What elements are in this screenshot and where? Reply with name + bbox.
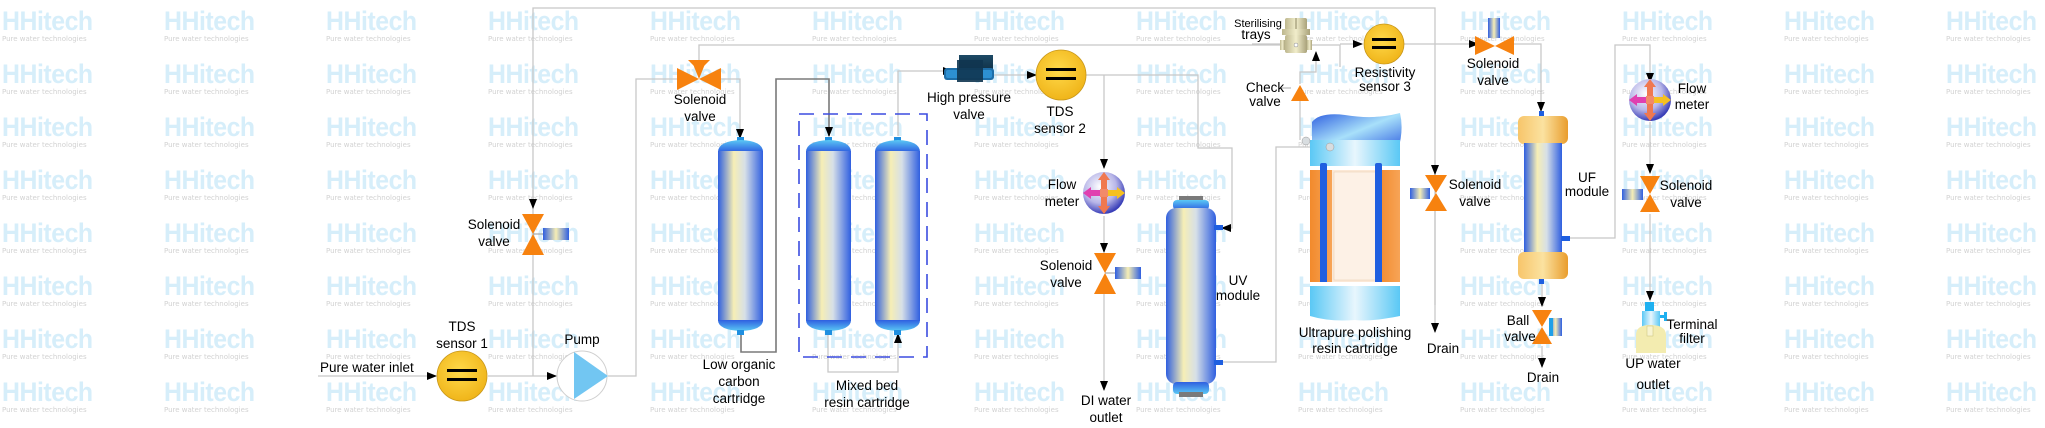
ultrapure-polishing-resin-cartridge[interactable]	[1301, 113, 1402, 321]
tds1-label-1: TDS	[449, 319, 476, 334]
sol-up-label-2: valve	[1670, 195, 1702, 210]
tds-sensor-1[interactable]	[436, 350, 488, 402]
inlet-label: Pure water inlet	[320, 360, 414, 375]
uf-icon	[1518, 116, 1568, 144]
flow-meter-2[interactable]	[1629, 79, 1671, 121]
di-outlet-label-1: DI water	[1081, 393, 1132, 408]
mixed-bed-cartridge-1[interactable]	[806, 137, 851, 335]
ball-label-1: Ball	[1507, 313, 1530, 328]
uv-module[interactable]	[1166, 196, 1223, 397]
sol-drain-label-2: valve	[1459, 194, 1491, 209]
terminal-filter-icon	[1645, 302, 1654, 311]
sensor-icon	[1363, 23, 1405, 65]
tds-sensor-2[interactable]	[1035, 49, 1087, 101]
flow-meter-1[interactable]	[1083, 172, 1125, 214]
pump[interactable]	[556, 350, 608, 402]
flow1-label-1: Flow	[1048, 177, 1077, 192]
sol-3way-label-1: Solenoid	[674, 92, 727, 107]
actuator-icon	[1488, 18, 1500, 38]
sol-top-label-2: valve	[1477, 73, 1509, 88]
up-outlet-label-2: outlet	[1636, 377, 1669, 392]
actuator-icon	[1622, 189, 1643, 200]
flow2-label-2: meter	[1675, 97, 1710, 112]
mixed-bed-label-1: Mixed bed	[836, 378, 898, 393]
terminal-label-2: filter	[1679, 331, 1705, 346]
solenoid-valve-top[interactable]	[1475, 18, 1514, 55]
uv-label-2: module	[1216, 288, 1260, 303]
hp-valve-label-1: High pressure	[927, 90, 1011, 105]
solenoid-valve-left[interactable]	[522, 214, 569, 255]
sterilising-trays[interactable]	[1280, 18, 1312, 53]
up-outlet-label-1: UP water	[1625, 356, 1681, 371]
uf-module[interactable]	[1518, 111, 1570, 284]
check-label-2: valve	[1249, 94, 1281, 109]
sensor-icon	[1035, 49, 1087, 101]
steril-label-1: Sterilising	[1234, 18, 1282, 30]
loc-label-3: cartridge	[713, 391, 766, 406]
pump-label: Pump	[564, 332, 599, 347]
low-organic-carbon-cartridge[interactable]	[718, 137, 763, 335]
valve-icon	[1640, 176, 1660, 194]
tds2-label-1: TDS	[1047, 104, 1074, 119]
drain2-label: Drain	[1527, 370, 1559, 385]
polish-label-1: Ultrapure polishing	[1299, 325, 1412, 340]
sol-3way-label-2: valve	[684, 109, 716, 124]
check-valve[interactable]	[1280, 85, 1309, 101]
mixed-bed-label-2: resin cartridge	[824, 395, 910, 410]
res3-label-2: sensor 3	[1359, 79, 1411, 94]
valve-icon	[1094, 253, 1116, 273]
steril-label-2: trays	[1241, 27, 1271, 42]
sol-top-label-1: Solenoid	[1467, 56, 1520, 71]
terminal-filter[interactable]	[1636, 302, 1667, 353]
sensor-icon	[436, 350, 488, 402]
high-pressure-valve[interactable]	[944, 55, 994, 82]
sol-up-label-1: Solenoid	[1660, 178, 1713, 193]
loc-label-2: carbon	[718, 374, 759, 389]
resistivity-sensor-3[interactable]	[1363, 23, 1405, 65]
tds2-label-2: sensor 2	[1034, 121, 1086, 136]
flow2-label-1: Flow	[1678, 81, 1707, 96]
drain1-label: Drain	[1427, 341, 1459, 356]
solenoid-valve-drain[interactable]	[1410, 175, 1447, 211]
uv-label-1: UV	[1229, 273, 1248, 288]
check-label-1: Check	[1246, 80, 1285, 95]
ball-valve[interactable]	[1532, 310, 1562, 344]
tds1-label-2: sensor 1	[436, 336, 488, 351]
solenoid-valve-up[interactable]	[1622, 176, 1660, 212]
di-outlet-label-2: outlet	[1089, 410, 1122, 425]
loc-label-1: Low organic	[703, 357, 776, 372]
ball-label-2: valve	[1504, 329, 1536, 344]
sol-left-label-2: valve	[478, 234, 510, 249]
res3-label-1: Resistivity	[1355, 65, 1416, 80]
hp-valve-label-2: valve	[953, 107, 985, 122]
valve-icon	[1532, 310, 1552, 327]
sol-left-label-1: Solenoid	[468, 217, 521, 232]
flow1-label-2: meter	[1045, 194, 1080, 209]
sol-di-label-2: valve	[1050, 275, 1082, 290]
valve-icon	[1475, 36, 1495, 55]
polish-label-2: resin cartridge	[1312, 341, 1398, 356]
solenoid-valve-di[interactable]	[1094, 253, 1141, 294]
uv-icon	[1166, 208, 1216, 384]
actuator-icon	[543, 228, 569, 240]
sol-di-label-1: Solenoid	[1040, 258, 1093, 273]
actuator-icon	[1115, 267, 1141, 279]
valve-icon	[1425, 175, 1447, 193]
uf-label-1: UF	[1578, 170, 1596, 185]
mixed-bed-cartridge-2[interactable]	[875, 137, 920, 335]
terminal-label-1: Terminal	[1666, 317, 1717, 332]
pipes	[318, 7, 1654, 391]
actuator-icon	[1410, 188, 1430, 199]
solenoid-valve-3way[interactable]	[677, 60, 721, 90]
sol-drain-label-1: Solenoid	[1449, 177, 1502, 192]
valve-icon	[522, 214, 544, 234]
mixed-bed-group-box	[798, 113, 928, 358]
uf-label-2: module	[1565, 184, 1609, 199]
check-valve-icon	[1291, 85, 1309, 101]
